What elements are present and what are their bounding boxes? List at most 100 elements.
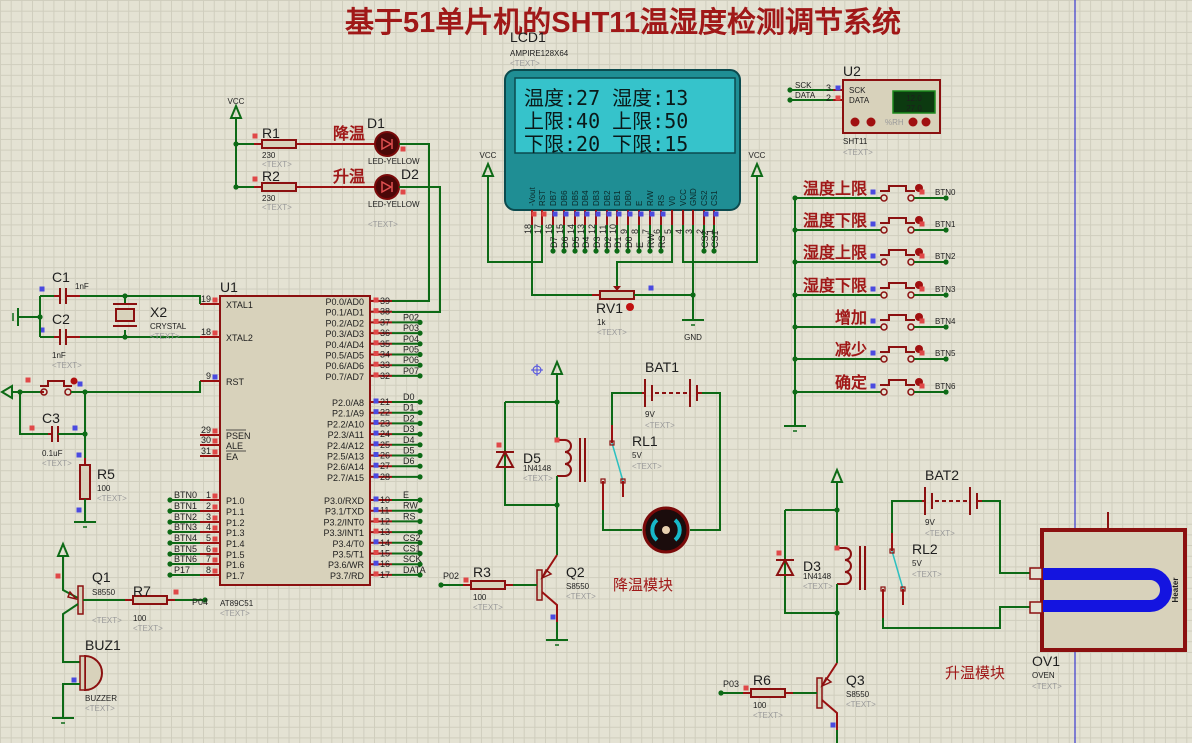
push-button[interactable]: [880, 249, 915, 256]
rv1-adjust-knob[interactable]: [626, 303, 634, 311]
text-placeholder: <TEXT>: [912, 570, 942, 579]
lcd-pin-number: 2: [695, 229, 705, 234]
u1-pin-name: P1.2: [226, 518, 245, 528]
junction-dot: [417, 518, 423, 525]
pin-marker: [835, 85, 841, 91]
c3-label: C3: [42, 410, 60, 426]
pin-marker: [212, 525, 218, 531]
wire: [392, 143, 430, 302]
push-button[interactable]: [880, 379, 915, 386]
resistor-r6[interactable]: [750, 688, 786, 698]
relay-coil-icon[interactable]: [837, 547, 852, 585]
push-button[interactable]: [880, 314, 915, 321]
text-placeholder: <TEXT>: [925, 529, 955, 538]
junction-dot: [647, 248, 653, 254]
relay-coil-icon[interactable]: [557, 439, 572, 477]
resistor-r5[interactable]: [79, 464, 91, 500]
relay-contact: [889, 548, 895, 554]
lcd-pin-name: R/W: [646, 190, 655, 206]
buzzer-icon[interactable]: [84, 654, 103, 692]
r7-label: R7: [133, 583, 151, 599]
u1-microcontroller[interactable]: [219, 295, 371, 586]
net-label: P03: [723, 679, 739, 689]
push-button[interactable]: [880, 282, 915, 289]
vcc-terminal-icon: [229, 103, 243, 119]
text-placeholder: <TEXT>: [566, 592, 596, 601]
rv1-label: RV1: [596, 300, 623, 316]
text-placeholder: <TEXT>: [150, 332, 180, 341]
motor-arc: [650, 518, 659, 542]
sensor-adjust-button[interactable]: [850, 117, 860, 127]
lcd-part: AMPIRE128X64: [510, 49, 569, 58]
u1-pin-number: 4: [206, 522, 211, 532]
lcd-pin-number: 16: [544, 224, 554, 234]
pin-marker: [212, 297, 218, 303]
sensor-adjust-button[interactable]: [866, 117, 876, 127]
u1-pin-name: P0.1/AD1: [325, 308, 364, 318]
resistor-value: 100: [473, 593, 487, 602]
reset-button[interactable]: [40, 380, 72, 387]
led-icon[interactable]: [374, 131, 400, 157]
push-button[interactable]: [880, 346, 915, 353]
button-knob[interactable]: [70, 377, 78, 385]
u2-pin-number: 2: [826, 93, 831, 103]
led-icon[interactable]: [374, 174, 400, 200]
push-button[interactable]: [880, 185, 915, 192]
resistor-label: R3: [473, 564, 491, 580]
potentiometer-rv1[interactable]: [599, 290, 635, 300]
resistor-r3[interactable]: [470, 580, 506, 590]
u1-pin-number: 38: [380, 307, 390, 317]
pin-marker: [212, 547, 218, 553]
r5-label: R5: [97, 466, 115, 482]
lcd-pin-name: VCC: [679, 189, 688, 206]
pin-marker: [919, 253, 925, 259]
oven-part: OVEN: [1032, 671, 1055, 680]
pin-marker: [76, 452, 82, 458]
lcd-pin-number: 17: [533, 224, 543, 234]
battery-icon[interactable]: [644, 379, 698, 407]
wire: [531, 225, 592, 296]
push-button[interactable]: [880, 217, 915, 224]
pin-marker: [496, 442, 502, 448]
diode-icon[interactable]: [495, 449, 515, 468]
pin-marker: [212, 568, 218, 574]
text-placeholder: <TEXT>: [92, 616, 122, 625]
pin-marker: [212, 536, 218, 542]
sensor-adjust-button[interactable]: [921, 117, 931, 127]
net-label: SCK: [403, 554, 422, 564]
junction-dot: [417, 550, 423, 557]
transistor-q1-icon[interactable]: [77, 585, 84, 615]
battery-label: BAT2: [925, 467, 959, 483]
net-label: D4: [581, 236, 591, 248]
resistor-r7[interactable]: [132, 595, 168, 605]
crystal-icon[interactable]: [115, 308, 135, 322]
wire: [71, 381, 201, 393]
pin-marker: [834, 545, 840, 551]
crosshair-lines: [531, 364, 543, 376]
text-placeholder: <TEXT>: [846, 700, 876, 709]
x2-part: CRYSTAL: [150, 322, 187, 331]
transistor-icon[interactable]: [536, 569, 543, 601]
net-label: P03: [403, 323, 419, 333]
c1-label: C1: [52, 269, 70, 285]
pin-marker: [713, 211, 719, 217]
vcc-terminal-icon: [550, 359, 564, 375]
junction-dot: [718, 690, 724, 696]
resistor-r2[interactable]: [261, 182, 297, 192]
battery-icon[interactable]: [924, 487, 978, 515]
lcd-pin-number: 18: [523, 224, 533, 234]
button-contact: [880, 355, 888, 363]
u1-pin-name: P0.0/AD0: [325, 297, 364, 307]
diode-icon[interactable]: [775, 557, 795, 576]
pin-marker: [373, 517, 379, 523]
sensor-adjust-button[interactable]: [908, 117, 918, 127]
gnd-label: GND: [684, 333, 702, 342]
u1-pin-number: 31: [201, 446, 211, 456]
junction-dot: [636, 248, 642, 254]
vcc-terminal-icon: [750, 161, 764, 177]
junction-dot: [625, 248, 631, 254]
resistor-r1[interactable]: [261, 139, 297, 149]
u1-pin-number: 14: [380, 538, 390, 548]
transistor-icon[interactable]: [816, 677, 823, 709]
